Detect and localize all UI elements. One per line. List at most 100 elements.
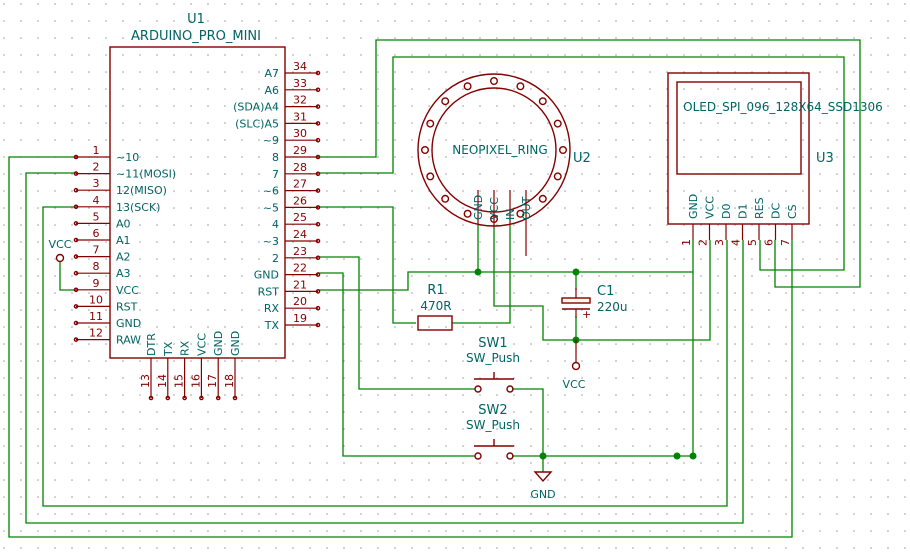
u1-pin-end: [73, 237, 79, 243]
u1-pin-number: 31: [293, 110, 307, 123]
u1-pin-end: [315, 205, 321, 210]
ring-led: [553, 119, 562, 128]
u1-pin-name: RAW: [116, 334, 141, 347]
u1-pin-name: TX: [162, 341, 175, 357]
u1-pin-end: [315, 289, 321, 294]
u1-pin-end: [315, 221, 321, 227]
u1-pin-end: [315, 188, 321, 193]
u1-pin-number: 27: [293, 178, 307, 191]
u1-pin-end: [73, 270, 79, 276]
neopixel-ring[interactable]: NEOPIXEL_RING U2 GND VCC IN OUT: [417, 73, 591, 256]
u1-pin-end: [182, 395, 187, 401]
wire-d3-sw1: [318, 256, 475, 390]
ring-led: [421, 145, 430, 154]
u1-pin-name: GND: [254, 269, 279, 282]
switch-sw1[interactable]: SW1 SW_Push: [466, 336, 520, 393]
u1-pin-end: [315, 137, 321, 143]
u3-pin-name: GND: [687, 194, 700, 219]
u1-pin-name: 2: [272, 252, 279, 265]
junction-dot: [474, 268, 482, 276]
u3-pin-name: D0: [720, 204, 733, 219]
u1-pin-end: [73, 254, 79, 259]
u1-pin-name: A3: [116, 267, 131, 280]
u1-pin-name: GND: [229, 331, 242, 356]
wire-d2-sw2: [318, 272, 475, 457]
u3-pin-number: 4: [730, 239, 743, 246]
ring-led: [441, 97, 450, 106]
u1-pin-end: [165, 395, 171, 401]
u1-pin-end: [315, 305, 321, 311]
resistor-r1[interactable]: R1 470R: [417, 283, 453, 331]
vcc-label-cap: VCC: [563, 378, 586, 391]
u1-pin-name: ~6: [263, 185, 279, 198]
u1-pin-name: DTR: [145, 333, 158, 356]
wire-cap-vcc: [575, 240, 711, 341]
u1-pin-end: [73, 337, 79, 342]
ring-led: [463, 82, 472, 91]
u1-pin-number: 11: [89, 310, 103, 323]
u1-pin-name: A0: [116, 217, 131, 230]
c1-ref: C1: [597, 284, 614, 299]
u1-pin-end: [199, 395, 204, 401]
ring-led: [538, 97, 547, 106]
oled-display[interactable]: OLED_SPI_096_128X64_SSD1306 U3 GND1VCC2D…: [667, 72, 883, 246]
u1-pin-end: [73, 204, 79, 210]
u1-pin-name: 7: [272, 168, 279, 181]
arduino-pro-mini[interactable]: U1 ARDUINO_PRO_MINI 1~102~11(MOSI)312(MI…: [73, 12, 321, 401]
wire-sw1-gnd: [512, 388, 544, 456]
capacitor-c1[interactable]: + C1 220u: [561, 284, 628, 321]
u1-pin-name: 4: [272, 218, 279, 231]
r1-ref: R1: [427, 283, 444, 298]
u1-pin-name: RST: [258, 285, 280, 298]
sw2-value: SW_Push: [466, 418, 520, 432]
u1-pin-number: 15: [173, 374, 186, 388]
u1-pin-number: 8: [93, 260, 100, 273]
ring-led: [559, 145, 568, 154]
u2-pin-in: IN: [504, 209, 517, 220]
u1-pin-name: ~5: [263, 201, 279, 214]
u3-ref: U3: [816, 151, 834, 166]
u1-pin-number: 34: [293, 60, 307, 73]
c1-plate-top: [561, 297, 591, 304]
r1-value: 470R: [420, 299, 451, 313]
u1-pin-number: 25: [293, 211, 307, 224]
vcc-power-left: VCC: [49, 238, 72, 263]
u1-pin-name: A7: [264, 67, 279, 80]
u1-pin-number: 20: [293, 295, 307, 308]
u2-ref: U2: [573, 151, 591, 166]
switch-sw2[interactable]: SW2 SW_Push: [466, 403, 520, 460]
u1-body: [109, 46, 286, 359]
u1-pin-number: 3: [93, 177, 100, 190]
u1-pin-number: 32: [293, 94, 307, 107]
u1-pin-number: 23: [293, 245, 307, 258]
u1-pin-name: RST: [116, 300, 138, 313]
ring-led: [490, 76, 499, 85]
sw1-value: SW_Push: [466, 351, 520, 365]
vcc-label-left: VCC: [49, 238, 72, 251]
ring-led: [441, 194, 450, 203]
gnd-power-symbol: GND: [530, 471, 556, 501]
junction-dot: [572, 268, 580, 276]
u3-pin-number: 5: [746, 239, 759, 246]
u1-pin-number: 19: [293, 312, 307, 325]
u2-pins: GND VCC IN OUT: [472, 190, 533, 256]
r1-body: [417, 315, 453, 331]
sw1-ref: SW1: [478, 336, 507, 351]
u1-pin-end: [315, 255, 321, 261]
wire-r1-din: [452, 225, 511, 324]
u3-pin-name: DC: [770, 203, 783, 219]
u1-pin-end: [148, 395, 154, 401]
u1-pin-end: [315, 70, 321, 76]
junctions: [474, 268, 697, 460]
u1-pin-number: 4: [93, 194, 100, 207]
u1-pin-end: [315, 121, 321, 126]
u1-pin-number: 28: [293, 161, 307, 174]
u3-pin-number: 2: [697, 239, 710, 246]
wire-gnd-net: [318, 271, 693, 291]
u1-pin-name: ~3: [263, 235, 279, 248]
u2-value: NEOPIXEL_RING: [452, 143, 547, 157]
u3-screen: [676, 81, 802, 175]
u1-pin-number: 6: [93, 227, 100, 240]
